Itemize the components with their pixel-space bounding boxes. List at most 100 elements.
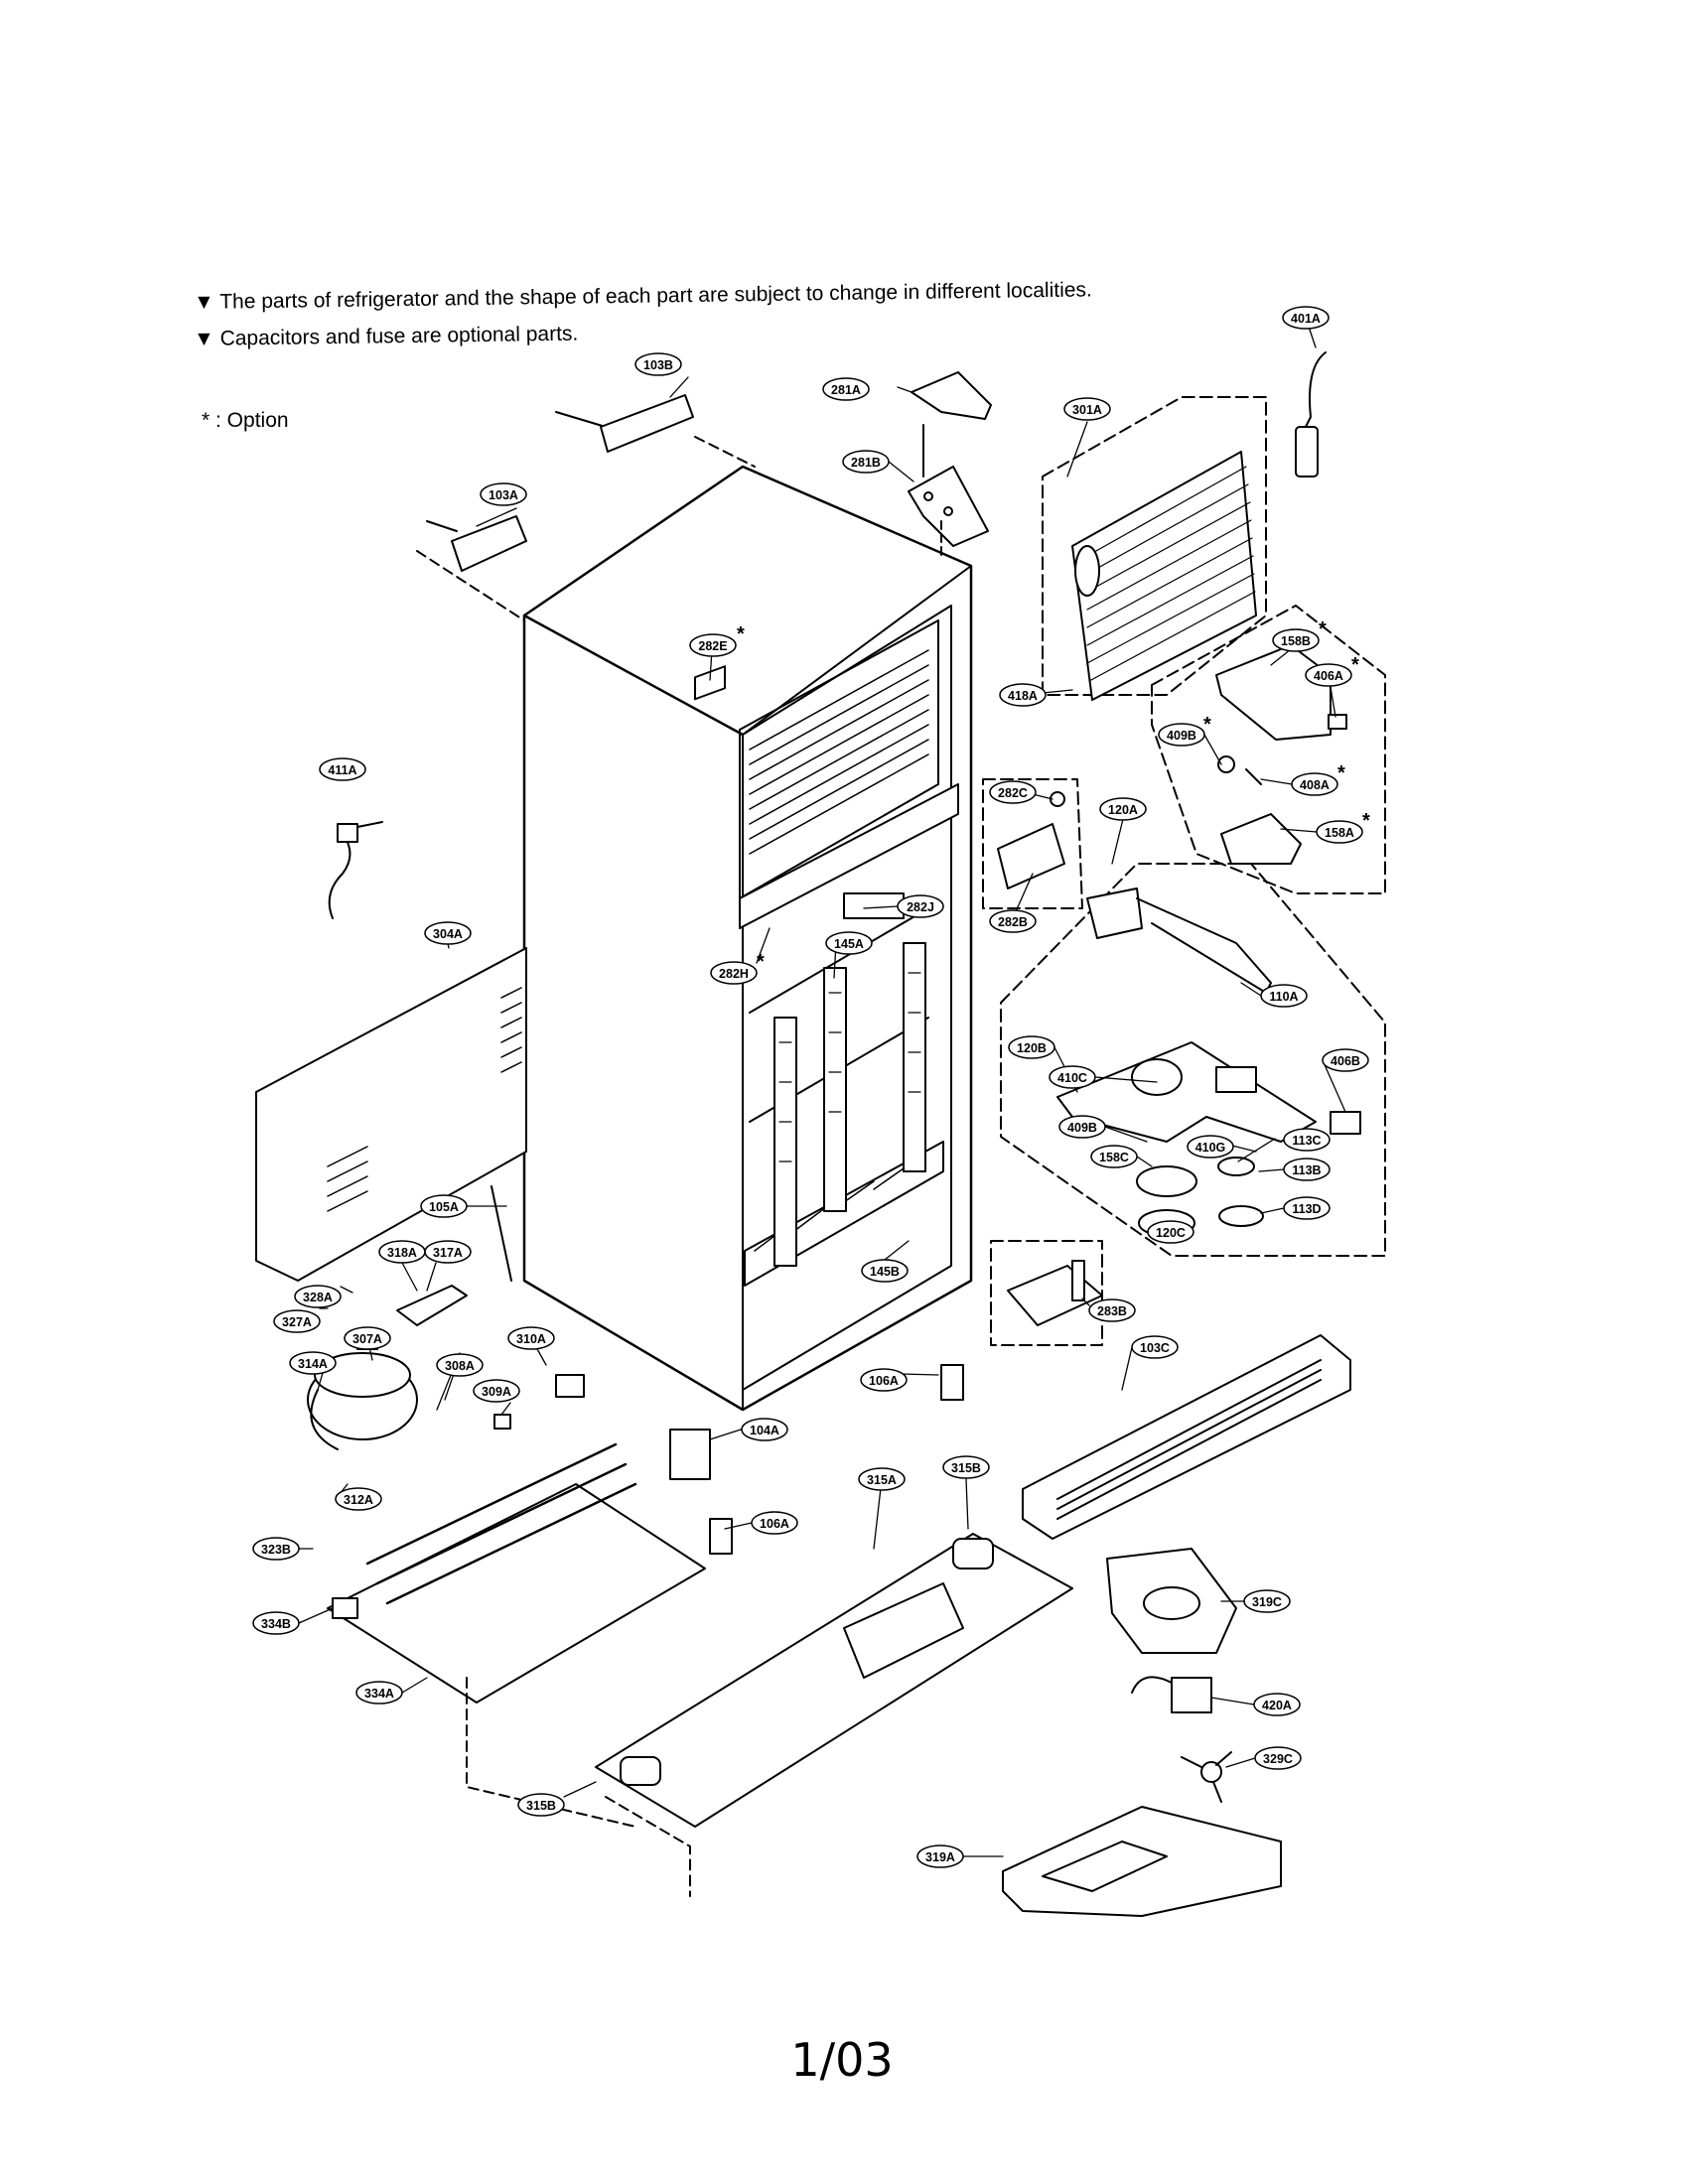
callout-283B-label: 283B — [1097, 1304, 1127, 1318]
top-hinge-assembly — [908, 371, 992, 557]
svg-text:*: * — [1337, 762, 1345, 784]
callout-282H: 282H — [710, 961, 758, 985]
callout-282B: 282B — [989, 909, 1037, 933]
callout-113B-label: 113B — [1292, 1163, 1321, 1177]
callout-282H-label: 282H — [719, 967, 749, 981]
callout-411A: 411A — [319, 757, 366, 781]
callout-120A: 120A — [1099, 797, 1147, 821]
callout-418A-label: 418A — [1008, 689, 1038, 703]
svg-text:*: * — [757, 951, 765, 973]
callout-301A: 301A — [1063, 397, 1111, 421]
callout-104A: 104A — [741, 1418, 788, 1441]
callout-110A: 110A — [1260, 984, 1308, 1008]
callout-145B-label: 145B — [870, 1265, 900, 1279]
svg-text:*: * — [1351, 654, 1359, 676]
callout-310A-label: 310A — [516, 1332, 546, 1346]
callout-106A-2-label: 106A — [760, 1517, 789, 1531]
callout-103A: 103A — [480, 482, 527, 506]
callout-315B: 315B — [942, 1455, 990, 1479]
callout-158A-label: 158A — [1325, 826, 1354, 840]
callout-282J-label: 282J — [907, 900, 934, 914]
fan-and-valve-group — [1002, 1548, 1282, 1917]
callout-113B: 113B — [1283, 1158, 1331, 1181]
callout-308A-label: 308A — [445, 1359, 475, 1373]
callout-145A-label: 145A — [834, 937, 864, 951]
callout-158A: 158A — [1316, 820, 1363, 844]
callout-281A: 281A — [822, 377, 870, 401]
callout-318A-label: 318A — [387, 1246, 417, 1260]
callout-103C: 103C — [1131, 1335, 1179, 1359]
callout-282C-label: 282C — [998, 786, 1028, 800]
callout-158C: 158C — [1090, 1145, 1138, 1168]
callout-317A-label: 317A — [433, 1246, 463, 1260]
callout-319C-label: 319C — [1252, 1595, 1282, 1609]
condenser-assembly — [327, 1442, 706, 1704]
callout-406B-label: 406B — [1331, 1054, 1360, 1068]
callout-120A-label: 120A — [1108, 803, 1138, 817]
callout-282E-label: 282E — [698, 639, 727, 653]
callout-328A: 328A — [294, 1285, 342, 1308]
page-number: 1/03 — [790, 2033, 894, 2087]
middle-hinge-assembly — [982, 778, 1083, 909]
callout-315A: 315A — [858, 1467, 906, 1491]
callout-110A-label: 110A — [1269, 990, 1298, 1004]
callout-327A: 327A — [273, 1309, 321, 1333]
callout-410C-label: 410C — [1057, 1071, 1087, 1085]
callout-334B: 334B — [252, 1611, 300, 1635]
callout-106A: 106A — [860, 1368, 908, 1392]
sensor-401A — [1295, 351, 1327, 478]
callout-158C-label: 158C — [1099, 1151, 1129, 1164]
power-cord-411A — [328, 821, 383, 919]
refrigerator-cabinet — [522, 465, 973, 1412]
callout-308A: 308A — [436, 1353, 484, 1377]
part-callouts: 401A 103B 281A 301A 281B 103A 282E 158B … — [252, 306, 1369, 1868]
rear-machine-cover — [255, 947, 527, 1282]
callout-334A: 334A — [355, 1681, 403, 1705]
callout-323B: 323B — [252, 1537, 300, 1561]
callout-327A-label: 327A — [282, 1315, 312, 1329]
callout-319A: 319A — [916, 1844, 964, 1868]
callout-317A: 317A — [424, 1240, 472, 1264]
callout-158B-label: 158B — [1281, 634, 1311, 648]
callout-409B-label: 409B — [1167, 729, 1196, 743]
callout-145A: 145A — [825, 931, 873, 955]
callout-120B: 120B — [1008, 1035, 1055, 1059]
callout-410G-label: 410G — [1195, 1141, 1226, 1155]
callout-104A-label: 104A — [750, 1424, 779, 1437]
callout-282E: 282E — [689, 633, 737, 657]
callout-307A: 307A — [344, 1326, 391, 1350]
callout-312A: 312A — [335, 1487, 382, 1511]
callout-304A: 304A — [424, 921, 472, 945]
callout-406A-label: 406A — [1314, 669, 1343, 683]
callout-408A: 408A — [1291, 772, 1338, 796]
callout-281A-label: 281A — [831, 383, 861, 397]
callout-409B-2-label: 409B — [1067, 1121, 1097, 1135]
leveling-legs — [669, 1364, 964, 1555]
defrost-sensor-group — [1151, 605, 1386, 894]
base-plate — [466, 1533, 1073, 1897]
handle-parts — [416, 394, 756, 621]
callout-328A-label: 328A — [303, 1291, 333, 1304]
callout-309A-label: 309A — [482, 1385, 511, 1399]
callout-411A-label: 411A — [328, 763, 356, 777]
bottom-hinge-assembly — [990, 1240, 1103, 1346]
callout-282C: 282C — [989, 780, 1037, 804]
callout-312A-label: 312A — [344, 1493, 373, 1507]
callout-113D-label: 113D — [1292, 1202, 1321, 1216]
callout-409B: 409B — [1158, 723, 1205, 747]
callout-158B: 158B — [1272, 628, 1320, 652]
callout-103B-label: 103B — [643, 358, 673, 372]
callout-408A-label: 408A — [1300, 778, 1330, 792]
callout-319A-label: 319A — [925, 1850, 955, 1864]
callout-418A: 418A — [999, 683, 1047, 707]
callout-314A: 314A — [289, 1351, 337, 1375]
callout-120C-label: 120C — [1156, 1226, 1186, 1240]
callout-282B-label: 282B — [998, 915, 1028, 929]
callout-304A-label: 304A — [433, 927, 463, 941]
callout-113C-label: 113C — [1292, 1134, 1321, 1148]
callout-105A-label: 105A — [429, 1200, 459, 1214]
callout-113C: 113C — [1283, 1128, 1331, 1152]
callout-409B-2: 409B — [1058, 1115, 1106, 1139]
svg-text:*: * — [1362, 810, 1370, 832]
